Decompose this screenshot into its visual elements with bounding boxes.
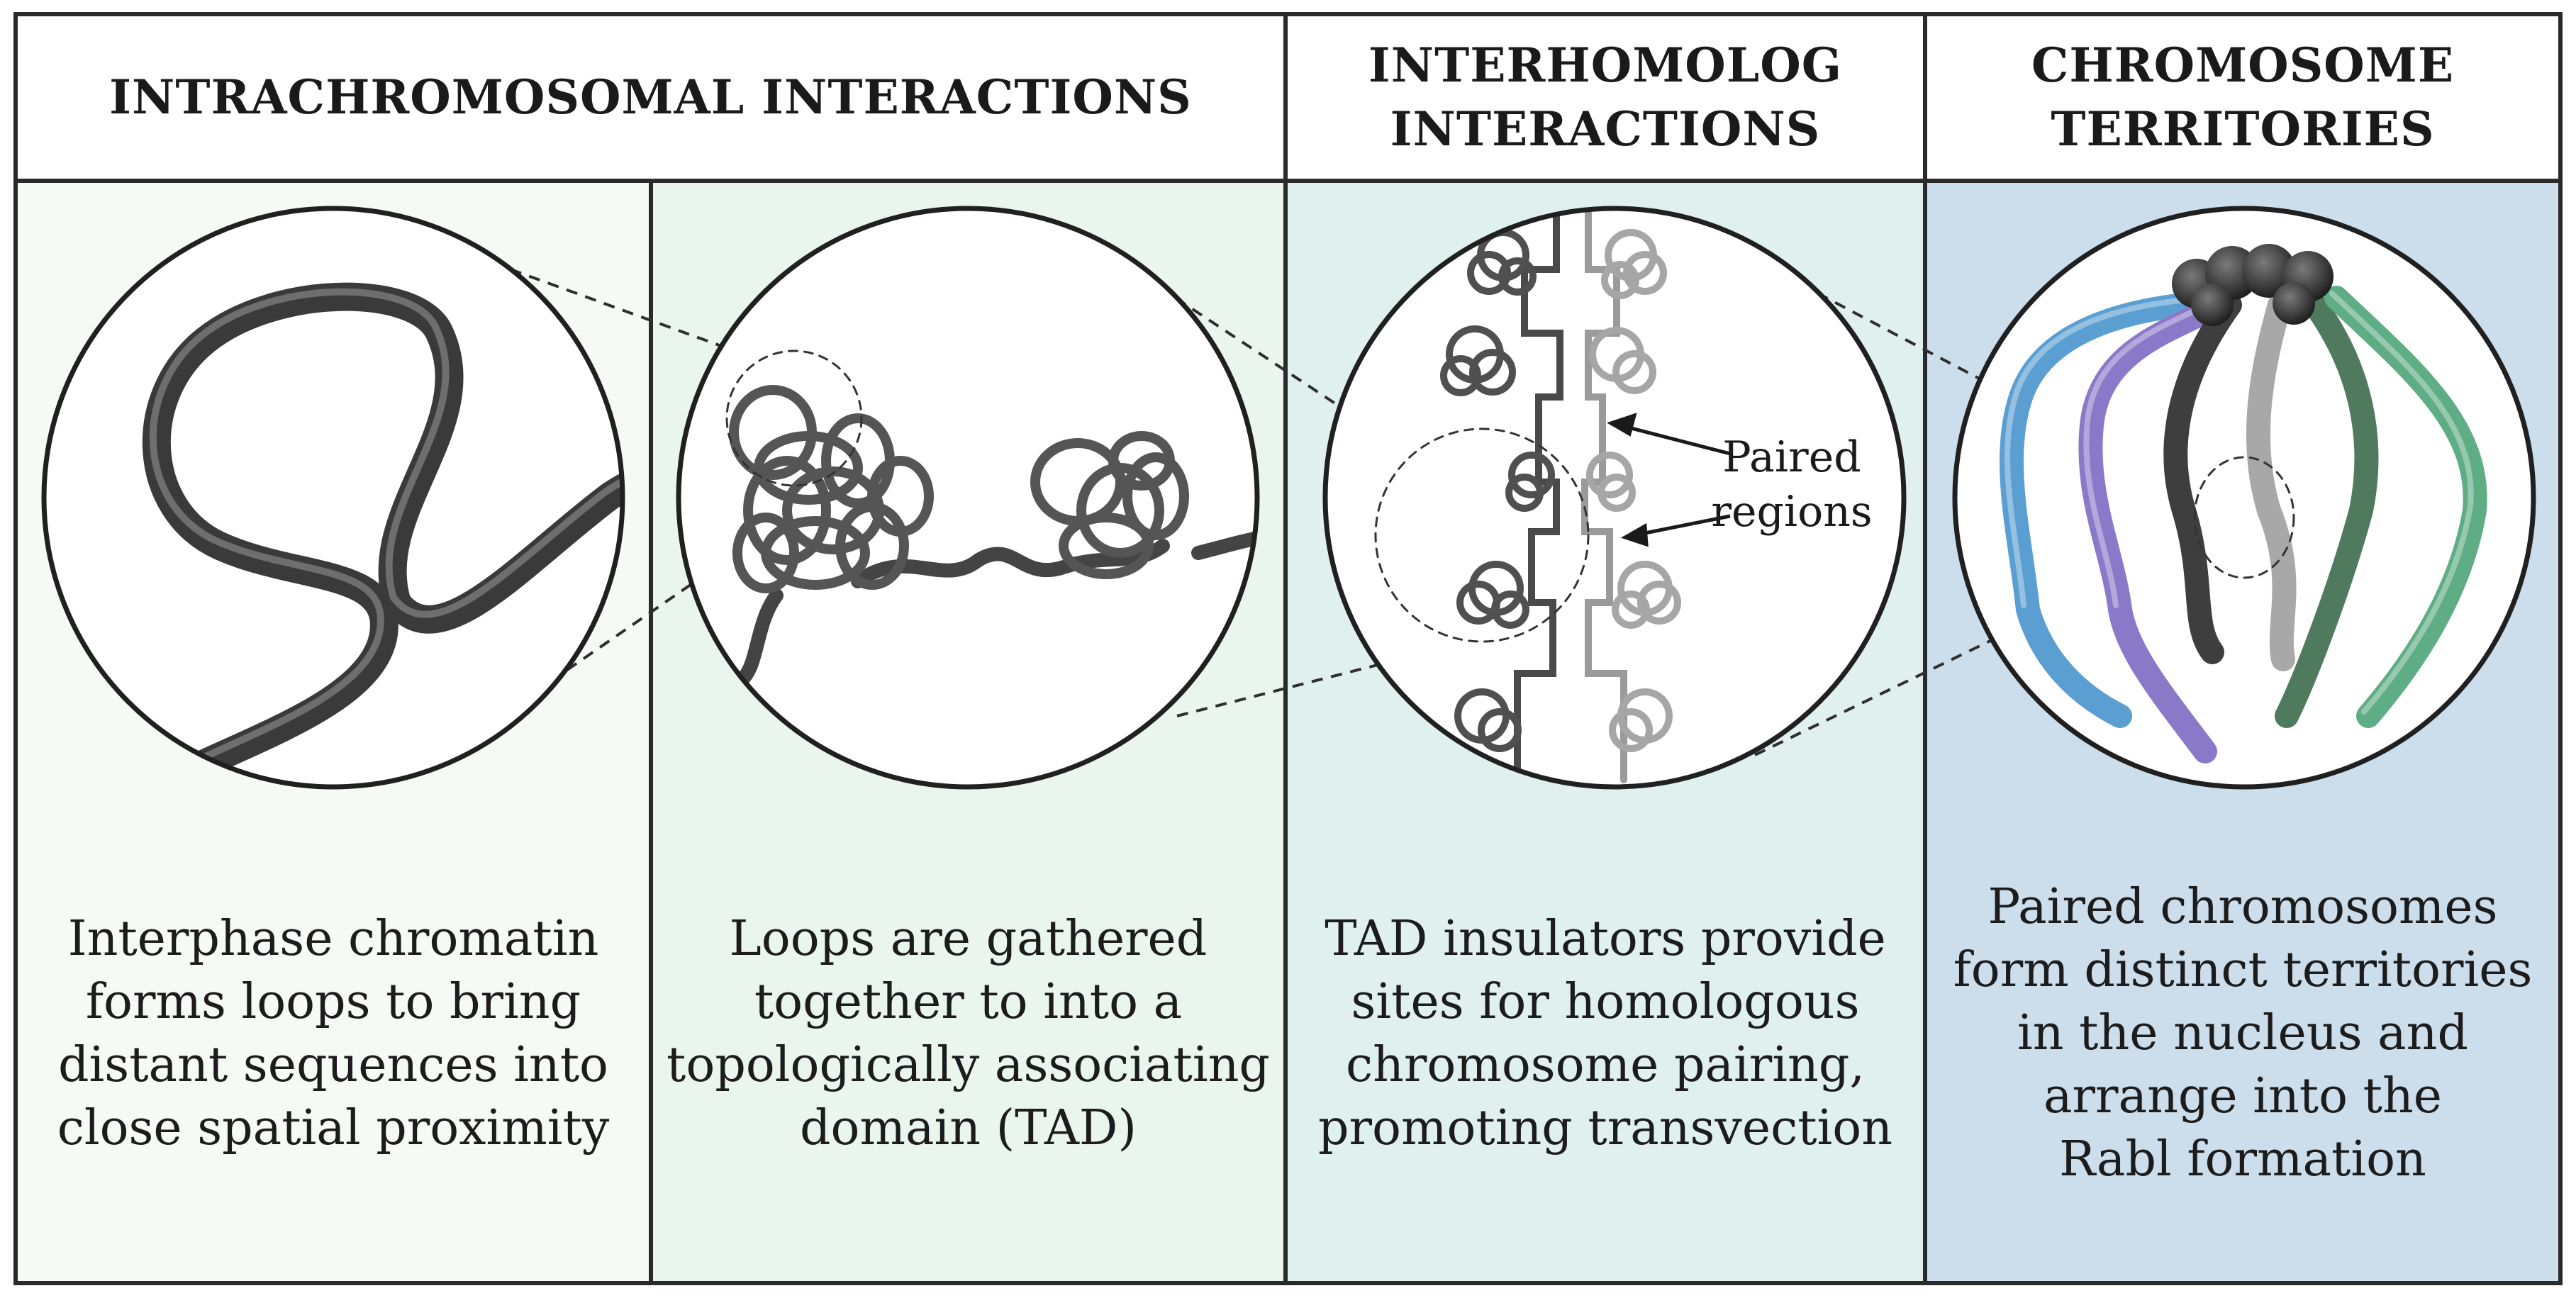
header-terr-line1: CHROMOSOME: [2031, 38, 2455, 93]
caption-4-line-1: Paired chromosomes: [1987, 879, 2498, 935]
caption-4-line-5: Rabl formation: [2059, 1131, 2426, 1187]
caption-panel-2: Loops are gathered together to into a to…: [651, 907, 1286, 1160]
caption-3-line-3: chromosome pairing,: [1346, 1037, 1865, 1093]
header-inter-line2: INTERACTIONS: [1390, 101, 1821, 157]
header-territories: CHROMOSOME TERRITORIES: [1925, 33, 2560, 161]
caption-1-line-4: close spatial proximity: [57, 1100, 610, 1156]
caption-panel-4: Paired chromosomes form distinct territo…: [1925, 875, 2560, 1191]
tad-loops: [725, 349, 1257, 688]
caption-3-line-2: sites for homologous: [1351, 974, 1860, 1030]
caption-4-line-2: form distinct territories: [1953, 942, 2533, 998]
header-interhomolog: INTERHOMOLOG INTERACTIONS: [1286, 33, 1925, 161]
header-terr-line2: TERRITORIES: [2051, 101, 2435, 157]
header-intra-text: INTRACHROMOSOMAL INTERACTIONS: [109, 69, 1192, 125]
caption-4-line-3: in the nucleus and: [2017, 1005, 2468, 1061]
caption-2-line-3: topologically associating: [667, 1037, 1270, 1093]
caption-1-line-1: Interphase chromatin: [67, 911, 599, 967]
caption-1-line-3: distant sequences into: [58, 1037, 608, 1093]
caption-1-line-2: forms loops to bring: [85, 974, 581, 1030]
chromosome-territories: [2000, 286, 2487, 763]
header-inter-line1: INTERHOMOLOG: [1368, 38, 1843, 93]
caption-3-line-1: TAD insulators provide: [1325, 911, 1886, 967]
paired-regions-label-line2: regions: [1711, 487, 1872, 537]
header-intrachromosomal: INTRACHROMOSOMAL INTERACTIONS: [16, 65, 1286, 129]
centromere-cluster: [2172, 244, 2334, 326]
caption-2-line-2: together to into a: [754, 974, 1183, 1030]
figure-frame: [13, 12, 2563, 1285]
caption-4-line-4: arrange into the: [2043, 1068, 2443, 1124]
paired-homologs: [1374, 209, 1681, 783]
caption-2-line-4: domain (TAD): [800, 1100, 1137, 1156]
paired-regions-label-line1: Paired: [1722, 432, 1861, 482]
chromatin-fiber: [142, 282, 623, 787]
paired-regions-arrows: [1606, 413, 1731, 547]
caption-3-line-4: promoting transvection: [1317, 1100, 1893, 1156]
caption-2-line-1: Loops are gathered: [729, 911, 1208, 967]
caption-panel-1: Interphase chromatin forms loops to brin…: [16, 907, 651, 1160]
zoom-circle-2: [679, 208, 1257, 787]
caption-panel-3: TAD insulators provide sites for homolog…: [1286, 907, 1925, 1160]
